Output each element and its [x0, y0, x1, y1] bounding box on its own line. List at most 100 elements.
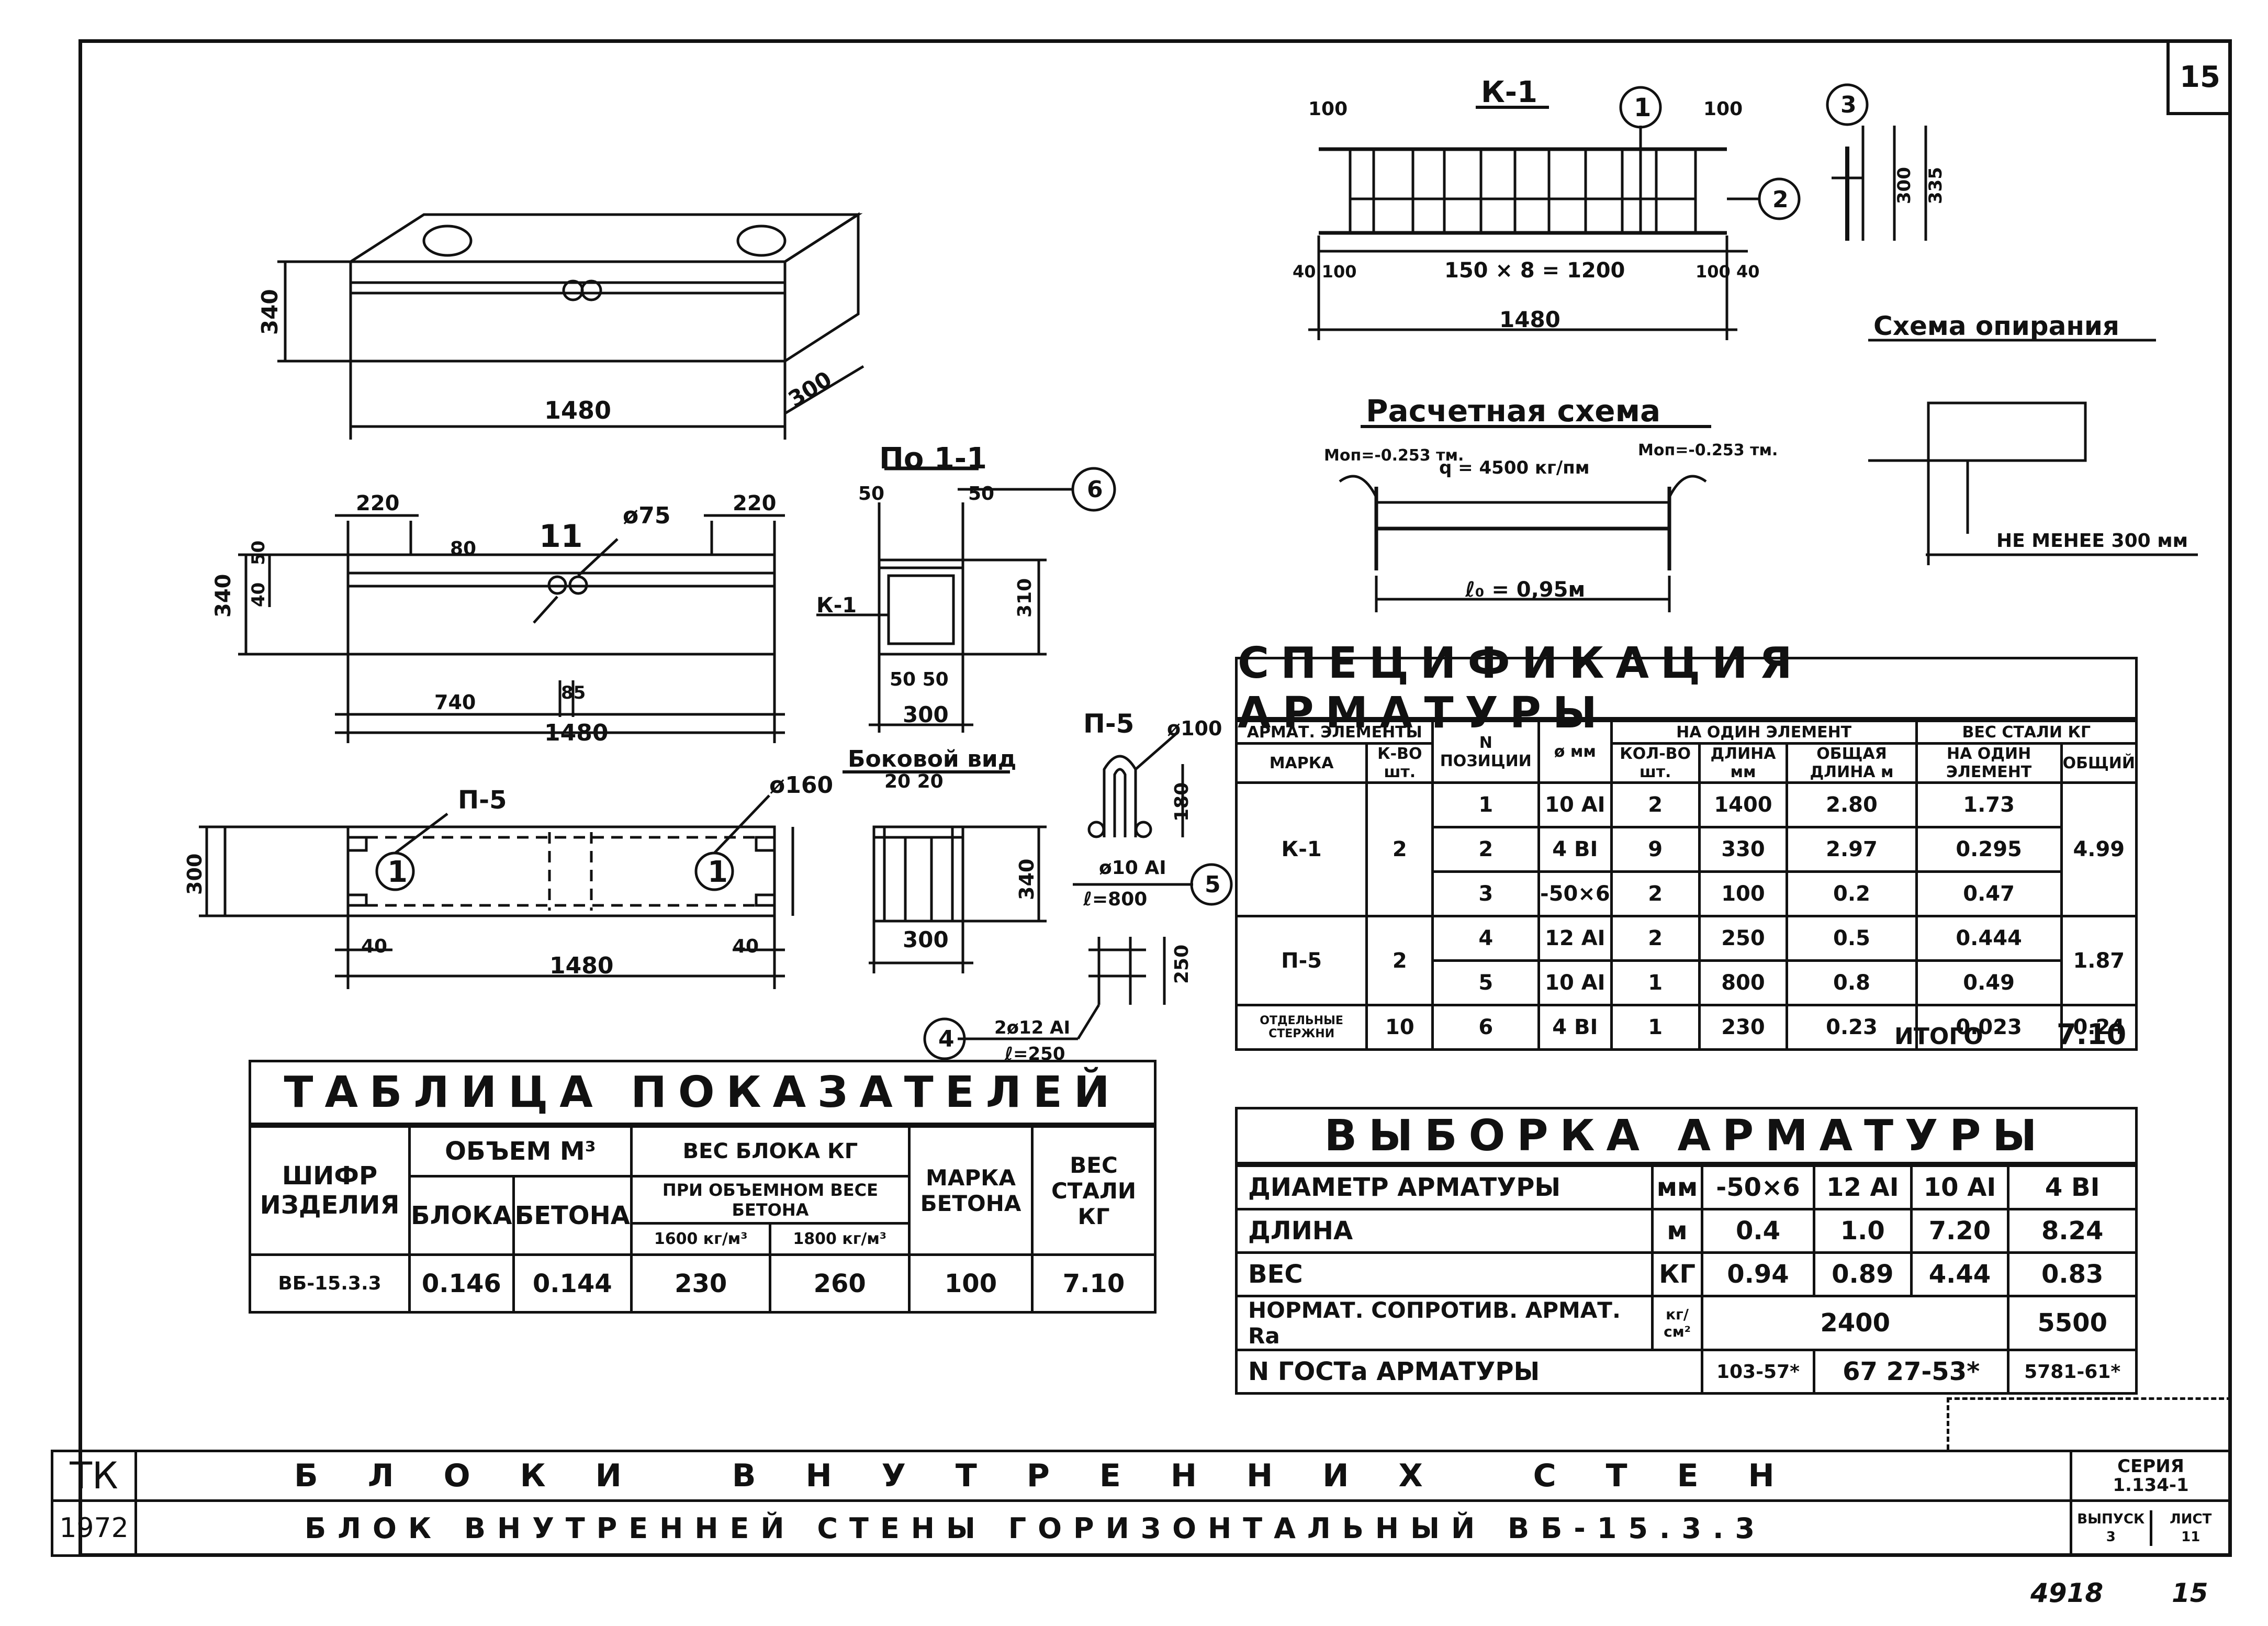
- svg-text:40 100: 40 100: [1293, 262, 1356, 282]
- spec-pos: 2: [1431, 826, 1541, 873]
- spec-count: 9: [1610, 826, 1701, 873]
- spec-tlen: 0.8: [1786, 959, 1918, 1006]
- spec-qty: 2: [1365, 781, 1434, 917]
- iso-width: 300: [784, 366, 836, 412]
- perf-grade: 100: [908, 1253, 1034, 1314]
- svg-text:q = 4500 кг/пм: q = 4500 кг/пм: [1439, 457, 1590, 478]
- svg-text:6: 6: [1087, 476, 1103, 503]
- svg-text:40: 40: [361, 936, 387, 957]
- p5-detail: [923, 732, 1233, 1060]
- spec-qty: 2: [1365, 915, 1434, 1006]
- footer-number: 15: [2172, 1578, 2208, 1608]
- pos3-detail: [1826, 83, 1927, 241]
- spec-dia: -50×6: [1537, 870, 1613, 917]
- perf-vc: 0.144: [512, 1253, 633, 1314]
- spec-w: 0.023: [1915, 1004, 2063, 1051]
- sel-name: ДЛИНА: [1235, 1208, 1654, 1254]
- spec-title: СПЕЦИФИКАЦИЯ АРМАТУРЫ: [1238, 638, 1804, 738]
- table-row: 2 4 ВI 9 330 2.97 0.295: [1237, 826, 2137, 873]
- table-row: ВЕС КГ 0.94 0.89 4.44 0.83: [1235, 1251, 2138, 1297]
- svg-text:ø75: ø75: [623, 502, 670, 529]
- spec-h-count: КОЛ-ВО шт.: [1610, 742, 1701, 784]
- perf-h-w2: 1800 кг/м³: [769, 1222, 911, 1256]
- spec-h-overall: ОБЩИЙ: [2060, 742, 2138, 784]
- sel-title-box: ВЫБОРКА АРМАТУРЫ: [1235, 1107, 2138, 1164]
- sel-res-last: 5500: [2007, 1295, 2138, 1351]
- svg-text:ø10 АI: ø10 АI: [1099, 857, 1166, 879]
- k1-view: [1308, 86, 1801, 340]
- spec-overall: 1.87: [2060, 915, 2138, 1006]
- spec-count: 1: [1610, 1004, 1701, 1051]
- svg-text:50: 50: [248, 541, 269, 565]
- sel-c3: 10 АI: [1910, 1164, 2010, 1210]
- table-row: ОТДЕЛЬНЫЕ СТЕРЖНИ 10 6 4 ВI 1 230 0.23 0…: [1234, 1004, 2138, 1051]
- page-number: 15: [2180, 60, 2220, 94]
- spec-w: 0.444: [1915, 915, 2063, 962]
- table-row: ДИАМЕТР АРМАТУРЫ мм -50×6 12 АI 10 АI 4 …: [1235, 1164, 2138, 1210]
- spec-count: 1: [1610, 959, 1701, 1006]
- spec-pos: 4: [1431, 915, 1541, 962]
- page-number-box: 15: [2166, 42, 2230, 115]
- support-scheme: [1868, 339, 2198, 565]
- svg-text:40: 40: [733, 936, 759, 957]
- spec-len: 100: [1698, 870, 1789, 917]
- spec-pos: 1: [1431, 781, 1541, 828]
- spec-pos: 5: [1431, 959, 1541, 1006]
- svg-text:180: 180: [1171, 782, 1193, 822]
- svg-text:340: 340: [211, 574, 235, 618]
- spec-h-len: ДЛИНА мм: [1698, 742, 1789, 784]
- iso-length: 1480: [544, 396, 611, 424]
- svg-text:НЕ МЕНЕЕ 300 мм: НЕ МЕНЕЕ 300 мм: [1996, 530, 2188, 552]
- svg-text:5: 5: [1205, 871, 1221, 898]
- tb-issue-label: ВЫПУСК: [2077, 1511, 2145, 1527]
- svg-text:50: 50: [968, 483, 994, 504]
- sel-unit: м: [1651, 1208, 1703, 1254]
- tb-series-label: СЕРИЯ: [2117, 1456, 2184, 1477]
- perf-title: ТАБЛИЦА ПОКАЗАТЕЛЕЙ: [284, 1068, 1121, 1117]
- svg-text:1: 1: [708, 855, 728, 889]
- spec-dia: 10 АI: [1537, 781, 1613, 828]
- sel-name: ВЕС: [1235, 1251, 1654, 1297]
- spec-mark: ОТДЕЛЬНЫЕ СТЕРЖНИ: [1234, 1004, 1368, 1051]
- spec-h-per-el: НА ОДИН ЭЛЕМЕНТ: [1915, 742, 2063, 784]
- sel-c3: 7.20: [1910, 1208, 2010, 1254]
- table-row: НОРМАТ. СОПРОТИВ. АРМАТ. Rа кг/см² 2400 …: [1235, 1295, 2138, 1351]
- spec-dia: 10 АI: [1537, 959, 1613, 1006]
- selection-table: ДИАМЕТР АРМАТУРЫ мм -50×6 12 АI 10 АI 4 …: [1235, 1164, 2138, 1395]
- spec-h-pos: N ПОЗИЦИИ: [1431, 720, 1541, 784]
- perf-h-steel: ВЕС СТАЛИ КГ: [1031, 1125, 1157, 1256]
- perf-h-w1: 1600 кг/м³: [630, 1222, 772, 1256]
- svg-text:ø160: ø160: [769, 772, 833, 799]
- sel-res-mid: 2400: [1700, 1295, 2010, 1351]
- tb-series-value: 1.134-1: [2113, 1475, 2189, 1496]
- sel-c4: 8.24: [2007, 1208, 2138, 1254]
- svg-text:340: 340: [1015, 859, 1038, 900]
- spec-pos: 6: [1431, 1004, 1541, 1051]
- perf-w1: 230: [630, 1253, 772, 1314]
- front-view: [238, 514, 785, 743]
- svg-text:100 40: 100 40: [1696, 262, 1759, 282]
- sel-c1: 0.4: [1701, 1208, 1815, 1254]
- perf-h-weight: ВЕС БЛОКА КГ: [630, 1125, 911, 1178]
- spec-count: 2: [1610, 870, 1701, 917]
- perf-table: ШИФР ИЗДЕЛИЯ ОБЪЕМ М³ ВЕС БЛОКА КГ МАРКА…: [249, 1125, 1157, 1314]
- svg-text:100: 100: [1703, 98, 1743, 120]
- perf-h-block: БЛОКА: [408, 1175, 515, 1256]
- spec-total: 7.10: [2057, 1018, 2127, 1051]
- spec-table: АРМАТ. ЭЛЕМЕНТЫ N ПОЗИЦИИ ø мм НА ОДИН Э…: [1234, 720, 2138, 1051]
- sel-gost-mid: 67 27-53*: [1812, 1349, 2010, 1395]
- tb-sheet-label: ЛИСТ: [2170, 1511, 2212, 1527]
- spec-tlen: 0.2: [1786, 870, 1918, 917]
- spec-dia: 12 АI: [1537, 915, 1613, 962]
- tb-line2: БЛОК ВНУТРЕННЕЙ СТЕНЫ ГОРИЗОНТАЛЬНЫЙ ВБ-…: [134, 1499, 2072, 1557]
- spec-pos: 3: [1431, 870, 1541, 917]
- iso-block-view: [277, 212, 864, 440]
- svg-text:1: 1: [1634, 93, 1651, 122]
- svg-text:11: 11: [539, 518, 583, 555]
- spec-h-total-len: ОБЩАЯ ДЛИНА м: [1786, 742, 1918, 784]
- spec-mark: П-5: [1234, 915, 1368, 1006]
- spec-h-qty: К-ВО шт.: [1365, 742, 1434, 784]
- svg-text:ℓ=800: ℓ=800: [1083, 889, 1147, 910]
- tb-sheet: ЛИСТ 11: [2152, 1510, 2230, 1546]
